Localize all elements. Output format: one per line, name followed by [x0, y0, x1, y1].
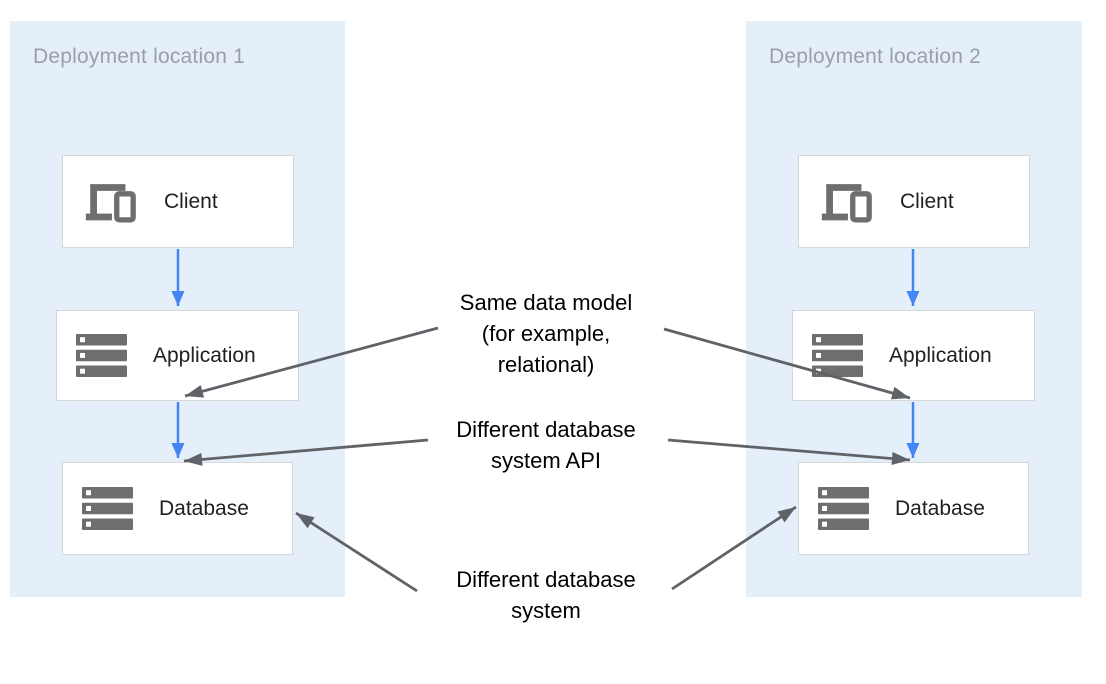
- client-node: Client: [798, 155, 1030, 248]
- annotation-line: Different database: [456, 417, 636, 442]
- panel-deployment-location-1: Deployment location 1 Client: [10, 21, 345, 597]
- devices-icon: [818, 179, 874, 225]
- annotation-line: Same data model: [459, 290, 633, 315]
- annotation-line: system: [511, 598, 581, 623]
- annotation-line: Different database: [456, 567, 636, 592]
- annotation-different-database-system-api: Different database system API: [396, 414, 696, 476]
- annotation-line: (for example,: [481, 321, 611, 346]
- server-stack-icon: [812, 334, 863, 377]
- node-label: Database: [159, 496, 249, 520]
- panel-deployment-location-2: Deployment location 2 Client: [746, 21, 1082, 597]
- panel-title: Deployment location 2: [769, 45, 981, 68]
- panel-title: Deployment location 1: [33, 45, 245, 68]
- node-label: Client: [900, 189, 954, 213]
- server-stack-icon: [818, 487, 869, 530]
- node-label: Client: [164, 189, 218, 213]
- annotation-same-data-model: Same data model (for example, relational…: [396, 287, 696, 380]
- node-label: Database: [895, 496, 985, 520]
- annotation-different-database-system: Different database system: [396, 564, 696, 626]
- application-node: Application: [56, 310, 299, 401]
- node-label: Application: [889, 343, 992, 367]
- annotation-line: relational): [497, 352, 595, 377]
- application-node: Application: [792, 310, 1035, 401]
- database-node: Database: [62, 462, 293, 555]
- devices-icon: [82, 179, 138, 225]
- client-node: Client: [62, 155, 294, 248]
- annotation-line: system API: [490, 448, 602, 473]
- server-stack-icon: [82, 487, 133, 530]
- server-stack-icon: [76, 334, 127, 377]
- database-node: Database: [798, 462, 1029, 555]
- node-label: Application: [153, 343, 256, 367]
